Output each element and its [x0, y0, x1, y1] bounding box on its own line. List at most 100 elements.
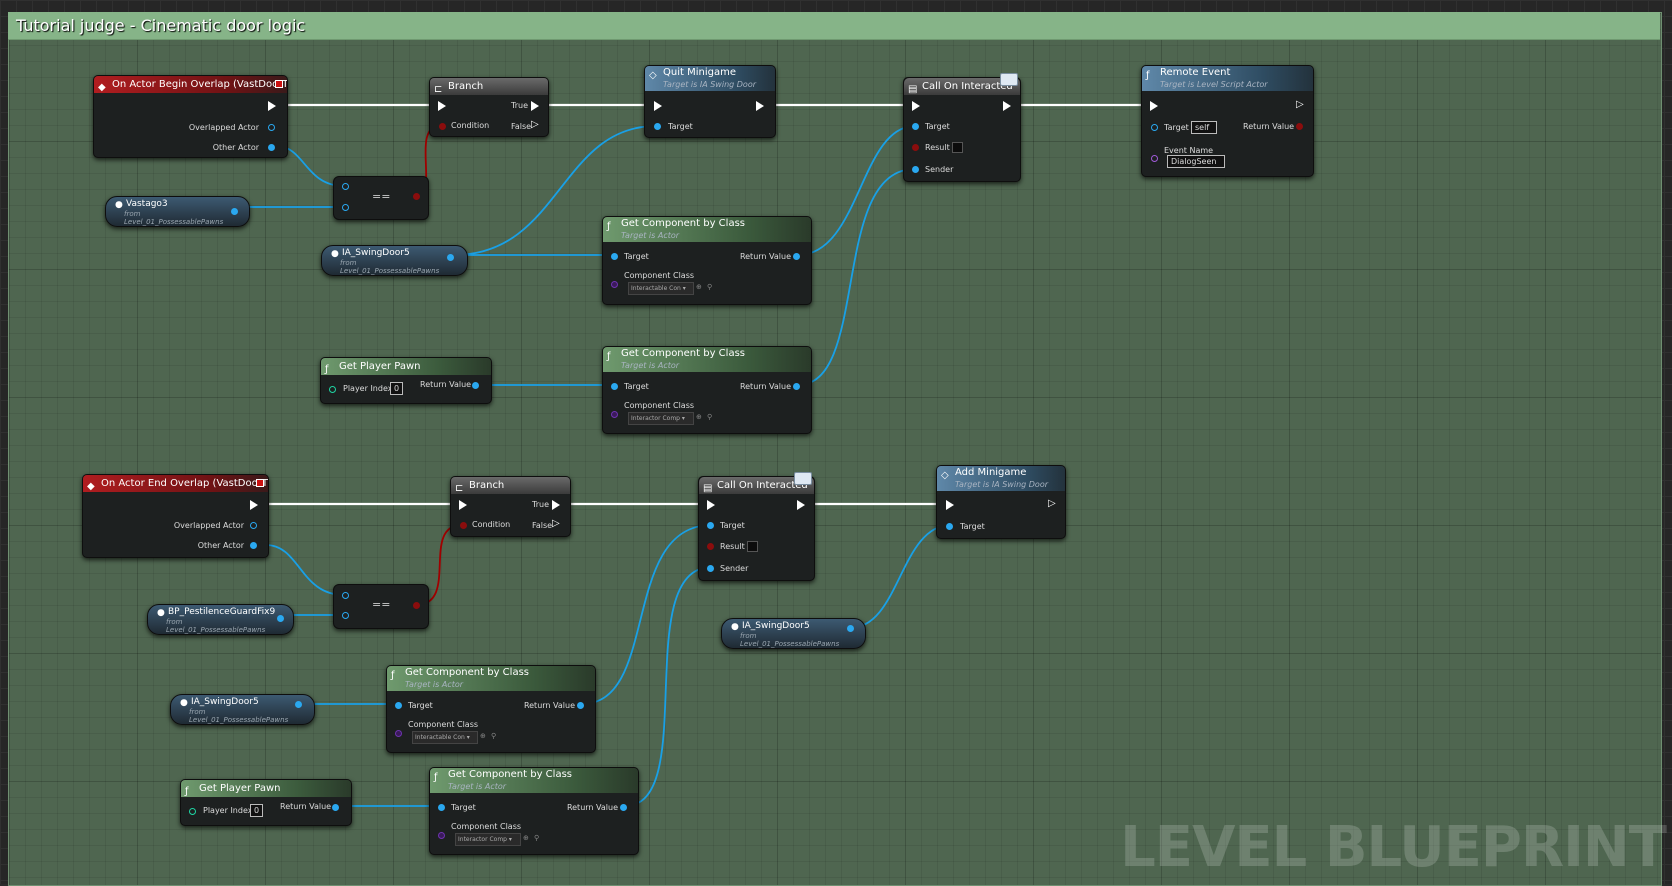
input-b-pin[interactable] [342, 204, 349, 211]
component-class-dropdown[interactable]: Interactable Con ▾ [412, 731, 478, 744]
search-icon[interactable]: ⚲ [534, 834, 540, 842]
event-node-end-overlap[interactable]: ◆On Actor End Overlap (VastDoorTB) Overl… [82, 474, 269, 558]
browse-icon[interactable]: ⊕ [696, 413, 702, 421]
return-value-pin[interactable] [332, 804, 339, 811]
condition-pin[interactable] [439, 123, 446, 130]
result-checkbox[interactable] [952, 142, 963, 153]
target-pin[interactable] [611, 253, 618, 260]
target-input[interactable]: self [1191, 121, 1217, 134]
equals-node[interactable]: == [333, 584, 429, 629]
exec-out-pin[interactable] [268, 101, 276, 111]
return-value-pin[interactable] [620, 804, 627, 811]
true-exec-pin[interactable] [552, 500, 560, 510]
return-value-pin[interactable] [793, 383, 800, 390]
target-pin[interactable] [438, 804, 445, 811]
input-a-pin[interactable] [342, 183, 349, 190]
delegate-pin-icon[interactable] [275, 80, 283, 88]
result-checkbox[interactable] [747, 541, 758, 552]
component-class-pin[interactable] [611, 281, 618, 288]
false-exec-pin[interactable]: ▷ [552, 518, 560, 529]
target-pin[interactable] [1151, 124, 1158, 131]
exec-out-pin[interactable]: ▷ [1048, 498, 1056, 509]
component-class-dropdown[interactable]: Interactor Comp ▾ [628, 412, 694, 425]
exec-in-pin[interactable] [707, 500, 715, 510]
exec-in-pin[interactable] [438, 101, 446, 111]
component-class-pin[interactable] [395, 730, 402, 737]
browse-icon[interactable]: ⊕ [523, 834, 529, 842]
input-a-pin[interactable] [342, 592, 349, 599]
branch-node[interactable]: ⊏Branch True Condition False ▷ [450, 476, 571, 537]
exec-out-pin[interactable]: ▷ [1296, 99, 1304, 110]
browse-icon[interactable]: ⊕ [696, 283, 702, 291]
overlapped-actor-pin[interactable] [250, 522, 257, 529]
input-b-pin[interactable] [342, 612, 349, 619]
exec-in-pin[interactable] [654, 101, 662, 111]
equals-node[interactable]: == [333, 176, 429, 220]
player-index-input[interactable]: 0 [390, 382, 404, 395]
output-pin[interactable] [231, 208, 238, 215]
event-node-begin-overlap[interactable]: ◆On Actor Begin Overlap (VastDoorTB) Ove… [93, 75, 288, 158]
result-pin[interactable] [912, 144, 919, 151]
bool-output-pin[interactable] [413, 193, 420, 200]
return-value-pin[interactable] [472, 382, 479, 389]
event-name-pin[interactable] [1151, 155, 1158, 162]
player-index-pin[interactable] [329, 386, 336, 393]
branch-node[interactable]: ⊏Branch True Condition False ▷ [429, 77, 549, 137]
target-pin[interactable] [707, 522, 714, 529]
browse-icon[interactable]: ⊕ [480, 732, 486, 740]
component-class-dropdown[interactable]: Interactable Con ▾ [628, 282, 694, 295]
player-index-pin[interactable] [189, 808, 196, 815]
message-node-call-on-interacted[interactable]: ▤Call On Interacted Target Result Sender [903, 73, 1021, 182]
sender-pin[interactable] [912, 166, 919, 173]
false-exec-pin[interactable]: ▷ [531, 119, 539, 130]
component-class-pin[interactable] [438, 832, 445, 839]
return-value-pin[interactable] [577, 702, 584, 709]
output-pin[interactable] [447, 254, 454, 261]
search-icon[interactable]: ⚲ [707, 283, 713, 291]
target-pin[interactable] [946, 523, 953, 530]
search-icon[interactable]: ⚲ [707, 413, 713, 421]
player-index-input[interactable]: 0 [250, 804, 264, 817]
target-pin[interactable] [912, 123, 919, 130]
exec-out-pin[interactable] [756, 101, 764, 111]
output-pin[interactable] [847, 625, 854, 632]
other-actor-pin[interactable] [250, 542, 257, 549]
target-pin[interactable] [611, 383, 618, 390]
true-exec-pin[interactable] [531, 101, 539, 111]
exec-out-pin[interactable] [1003, 101, 1011, 111]
comment-header[interactable] [8, 12, 1660, 40]
other-actor-pin[interactable] [268, 144, 275, 151]
sender-pin[interactable] [707, 565, 714, 572]
component-class-dropdown[interactable]: Interactor Comp ▾ [455, 833, 521, 846]
return-value-pin[interactable] [793, 253, 800, 260]
bool-output-pin[interactable] [413, 602, 420, 609]
message-node-call-on-interacted[interactable]: ▤Call On Interacted Target Result Sender [698, 472, 815, 581]
exec-in-pin[interactable] [1150, 101, 1158, 111]
overlapped-actor-pin[interactable] [268, 124, 275, 131]
component-class-pin[interactable] [611, 411, 618, 418]
event-name-input[interactable]: DialogSeen [1167, 155, 1225, 168]
condition-pin[interactable] [460, 522, 467, 529]
exec-in-pin[interactable] [459, 500, 467, 510]
exec-out-pin[interactable] [797, 500, 805, 510]
exec-out-pin[interactable] [250, 500, 258, 510]
target-pin[interactable] [654, 123, 661, 130]
result-pin[interactable] [707, 543, 714, 550]
output-pin[interactable] [295, 701, 302, 708]
output-pin[interactable] [277, 615, 284, 622]
target-pin[interactable] [395, 702, 402, 709]
